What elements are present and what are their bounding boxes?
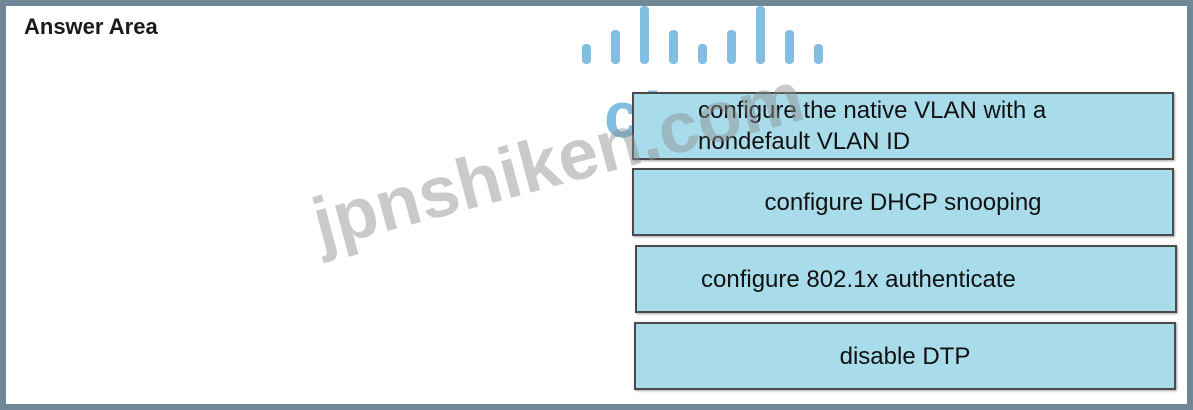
option-label: configure DHCP snooping: [764, 188, 1042, 216]
cisco-bars-icon: [582, 6, 823, 64]
option-disable-dtp[interactable]: disable DTP: [634, 322, 1176, 390]
option-label: disable DTP: [839, 342, 971, 370]
option-configure-native-vlan[interactable]: configure the native VLAN with a nondefa…: [632, 92, 1174, 160]
option-configure-8021x[interactable]: configure 802.1x authenticate: [635, 245, 1177, 313]
option-label: configure 802.1x authenticate: [701, 265, 1016, 293]
option-configure-dhcp-snooping[interactable]: configure DHCP snooping: [632, 168, 1174, 236]
option-label: configure the native VLAN with a nondefa…: [698, 97, 1047, 155]
answer-area-title: Answer Area: [24, 14, 158, 39]
